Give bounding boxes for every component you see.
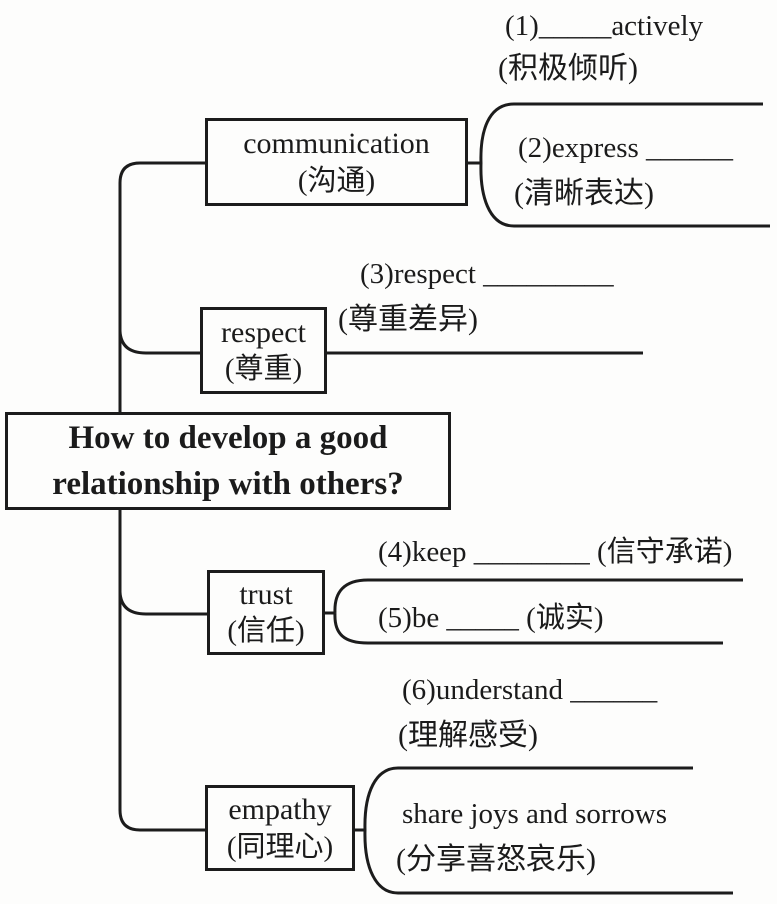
branch-respect-line [118,330,200,355]
central-topic-box: How to develop a good relationship with … [5,412,451,510]
item-share-chinese: (分享喜怒哀乐) [396,843,596,876]
item-1-chinese: (积极倾听) [498,52,638,85]
node-box-empathy: empathy (同理心) [205,785,355,871]
central-topic-line1: How to develop a good [68,419,388,456]
item-share-joys-sorrows: share joys and sorrows [402,798,667,830]
empathy-brace-top [363,766,693,831]
empathy-label-zh: (同理心) [226,830,334,863]
node-box-communication: communication (沟通) [205,118,468,206]
item-6-understand-blank: (6)understand ______ [402,674,658,706]
respect-label-en: respect [221,315,306,349]
item-6-chinese: (理解感受) [398,719,538,752]
respect-label-zh: (尊重) [224,353,303,386]
item-2-express-blank: (2)express ______ [518,132,734,164]
trust-label-en: trust [239,577,293,611]
communication-label-zh: (沟通) [297,164,376,197]
communication-label-en: communication [243,127,430,161]
trust-brace-top [333,578,743,614]
node-box-respect: respect (尊重) [200,307,327,394]
item-2-chinese: (清晰表达) [514,177,654,210]
trust-brace-bottom [333,612,723,645]
trust-label-zh: (信任) [227,615,305,648]
item-3-chinese: (尊重差异) [338,303,478,336]
item-4-keep-blank: (4)keep ________ (信守承诺) [378,536,733,568]
communication-brace-bottom [479,162,770,228]
node-box-trust: trust (信任) [207,570,325,655]
branch-trust-line [118,591,207,616]
empathy-brace-bottom [363,829,733,895]
central-topic-line2: relationship with others? [52,466,404,502]
item-5-be-blank: (5)be _____ (诚实) [378,602,604,634]
item-3-respect-blank: (3)respect _________ [360,258,614,290]
item-1-blank-actively: (1)_____actively [505,10,704,42]
communication-brace-top [479,102,763,164]
empathy-label-en: empathy [228,793,332,827]
